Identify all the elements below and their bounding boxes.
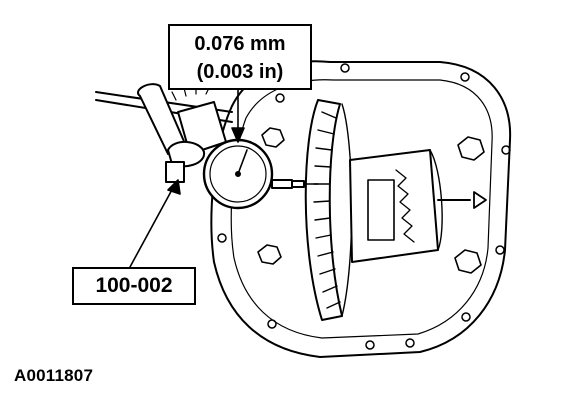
cap-bolt	[261, 127, 285, 148]
indicator-stem	[271, 179, 293, 189]
spec-metric-label: 0.076 mm	[194, 33, 286, 55]
tool-number-callout: 100-002	[72, 267, 196, 305]
tool-leader-line	[129, 185, 175, 268]
indicator-mount	[95, 83, 233, 183]
bolt-hole	[217, 233, 227, 243]
cap-bolt	[257, 244, 282, 265]
dial-needle	[237, 149, 248, 175]
bearing-cap-bolts	[257, 127, 485, 274]
cap-bolt	[454, 249, 482, 274]
dial-indicator	[202, 138, 319, 210]
clamp-arm	[165, 161, 185, 183]
callout-leaders	[129, 89, 245, 268]
figure-id-label: A0011807	[14, 366, 94, 385]
bolt-hole	[267, 319, 277, 329]
cap-bolt	[457, 136, 485, 161]
backlash-spec-callout: 0.076 mm (0.003 in)	[168, 24, 312, 90]
ring-gear-teeth	[313, 111, 341, 309]
case-window	[367, 179, 395, 241]
bolt-hole	[340, 63, 350, 73]
axle-housing-outline	[210, 60, 512, 358]
housing-inner-lip	[230, 79, 493, 339]
bolt-hole	[365, 340, 375, 350]
cover-bolt-holes	[217, 63, 511, 350]
bolt-hole	[461, 312, 471, 322]
bolt-hole	[405, 338, 415, 348]
bolt-hole	[460, 72, 470, 82]
direction-arrow	[473, 191, 487, 209]
bolt-hole	[501, 145, 511, 155]
spec-imperial-label: (0.003 in)	[196, 61, 284, 83]
dial-face	[209, 145, 267, 203]
differential-case	[349, 149, 487, 263]
ring-gear-body	[304, 99, 343, 321]
ring-gear	[304, 99, 353, 321]
spec-leader-arrow	[231, 127, 245, 143]
mount-post	[137, 83, 187, 155]
tool-number-label: 100-002	[95, 274, 173, 297]
pinion-gear-teeth	[395, 169, 415, 243]
indicator-tip	[291, 180, 305, 188]
dial-center	[235, 171, 241, 177]
motion-lines	[171, 85, 211, 101]
tool-leader-arrow	[167, 179, 181, 195]
bolt-hole	[495, 245, 505, 255]
bolt-hole	[275, 93, 285, 103]
